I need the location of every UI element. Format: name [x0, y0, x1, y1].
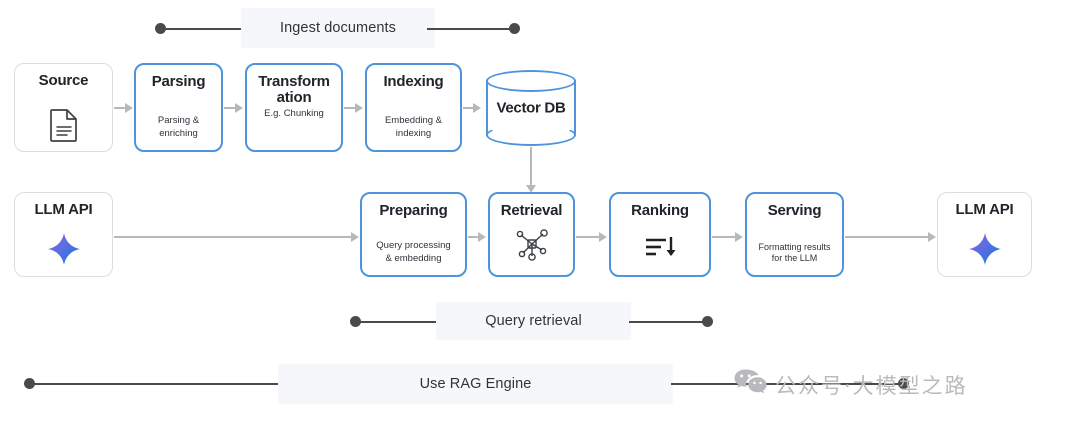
node-transformation-subtitle: E.g. Chunking	[264, 108, 324, 120]
node-vector-db[interactable]: Vector DB	[486, 70, 576, 146]
connector-preparing-retrieval-arrow	[478, 232, 486, 242]
wechat-icon	[733, 368, 767, 401]
connector-vectordb-retrieval-arrow	[526, 185, 536, 193]
query-rail-line-left	[356, 320, 436, 323]
node-parsing-title: Parsing	[151, 73, 206, 90]
sparkle-icon	[46, 231, 82, 267]
query-rail-label: Query retrieval	[436, 302, 631, 340]
connector-parsing-transformation	[224, 107, 236, 109]
node-transformation-title: Transform ation	[258, 73, 330, 107]
ingest-rail-dot-left	[155, 23, 166, 34]
connector-vectordb-retrieval	[530, 147, 532, 187]
watermark-text: 公众号·大模型之路	[775, 373, 968, 398]
node-indexing-subtitle: Embedding & indexing	[384, 115, 443, 139]
node-preparing[interactable]: Preparing Query processing & embedding	[360, 192, 467, 277]
rag-rail-line-right	[671, 382, 905, 385]
node-retrieval-title: Retrieval	[500, 202, 563, 219]
node-parsing-subtitle: Parsing & enriching	[157, 115, 200, 139]
sort-descending-icon	[640, 232, 680, 262]
rag-rail-label-text: Use RAG Engine	[419, 376, 532, 392]
node-llm-api-left[interactable]: LLM API	[14, 192, 113, 277]
connector-preparing-retrieval	[468, 236, 479, 238]
rag-rail-dot-right	[898, 378, 909, 389]
vector-db-bottom-ellipse	[486, 124, 576, 146]
connector-indexing-vectordb	[463, 107, 474, 109]
connector-serving-llmapi-arrow	[928, 232, 936, 242]
node-retrieval[interactable]: Retrieval	[488, 192, 575, 277]
ingest-rail-dot-right	[509, 23, 520, 34]
connector-source-parsing	[114, 107, 126, 109]
query-rail-label-text: Query retrieval	[485, 313, 582, 329]
rag-rail-line-left	[30, 382, 278, 385]
node-ranking-title: Ranking	[631, 202, 689, 219]
connector-source-parsing-arrow	[125, 103, 133, 113]
graph-network-icon	[512, 224, 552, 264]
connector-llmapi-preparing	[114, 236, 353, 238]
query-rail-dot-right	[702, 316, 713, 327]
query-rail-dot-left	[350, 316, 361, 327]
ingest-rail-line-right	[427, 27, 515, 30]
node-serving-subtitle: Formatting results for the LLM	[758, 241, 831, 264]
connector-parsing-transformation-arrow	[235, 103, 243, 113]
node-indexing-title: Indexing	[383, 73, 444, 90]
node-source[interactable]: Source	[14, 63, 113, 152]
node-llm-api-right[interactable]: LLM API	[937, 192, 1032, 277]
node-serving-title: Serving	[767, 202, 822, 219]
rag-rail-label: Use RAG Engine	[278, 364, 673, 404]
connector-transformation-indexing-arrow	[355, 103, 363, 113]
connector-llmapi-preparing-arrow	[351, 232, 359, 242]
connector-serving-llmapi	[845, 236, 930, 238]
connector-retrieval-ranking	[576, 236, 600, 238]
node-preparing-subtitle: Query processing & embedding	[376, 240, 451, 264]
connector-retrieval-ranking-arrow	[599, 232, 607, 242]
connector-indexing-vectordb-arrow	[473, 103, 481, 113]
document-icon	[49, 108, 79, 142]
connector-ranking-serving-arrow	[735, 232, 743, 242]
rag-rail-dot-left	[24, 378, 35, 389]
node-preparing-title: Preparing	[379, 202, 448, 219]
node-indexing[interactable]: Indexing Embedding & indexing	[365, 63, 462, 152]
node-transformation[interactable]: Transform ation E.g. Chunking	[245, 63, 343, 152]
node-source-title: Source	[38, 72, 89, 89]
node-llm-api-right-title: LLM API	[955, 201, 1014, 218]
vector-db-top-ellipse	[486, 70, 576, 92]
connector-transformation-indexing	[344, 107, 356, 109]
node-llm-api-left-title: LLM API	[34, 201, 93, 218]
node-parsing[interactable]: Parsing Parsing & enriching	[134, 63, 223, 152]
node-serving[interactable]: Serving Formatting results for the LLM	[745, 192, 844, 277]
ingest-rail-line-left	[161, 27, 259, 30]
connector-ranking-serving	[712, 236, 736, 238]
sparkle-icon	[967, 231, 1003, 267]
watermark: 公众号·大模型之路	[733, 368, 968, 401]
node-ranking[interactable]: Ranking	[609, 192, 711, 277]
node-vector-db-title: Vector DB	[496, 99, 566, 117]
ingest-rail-label-text: Ingest documents	[279, 20, 397, 36]
ingest-rail-label: Ingest documents	[241, 8, 435, 48]
query-rail-line-right	[629, 320, 709, 323]
